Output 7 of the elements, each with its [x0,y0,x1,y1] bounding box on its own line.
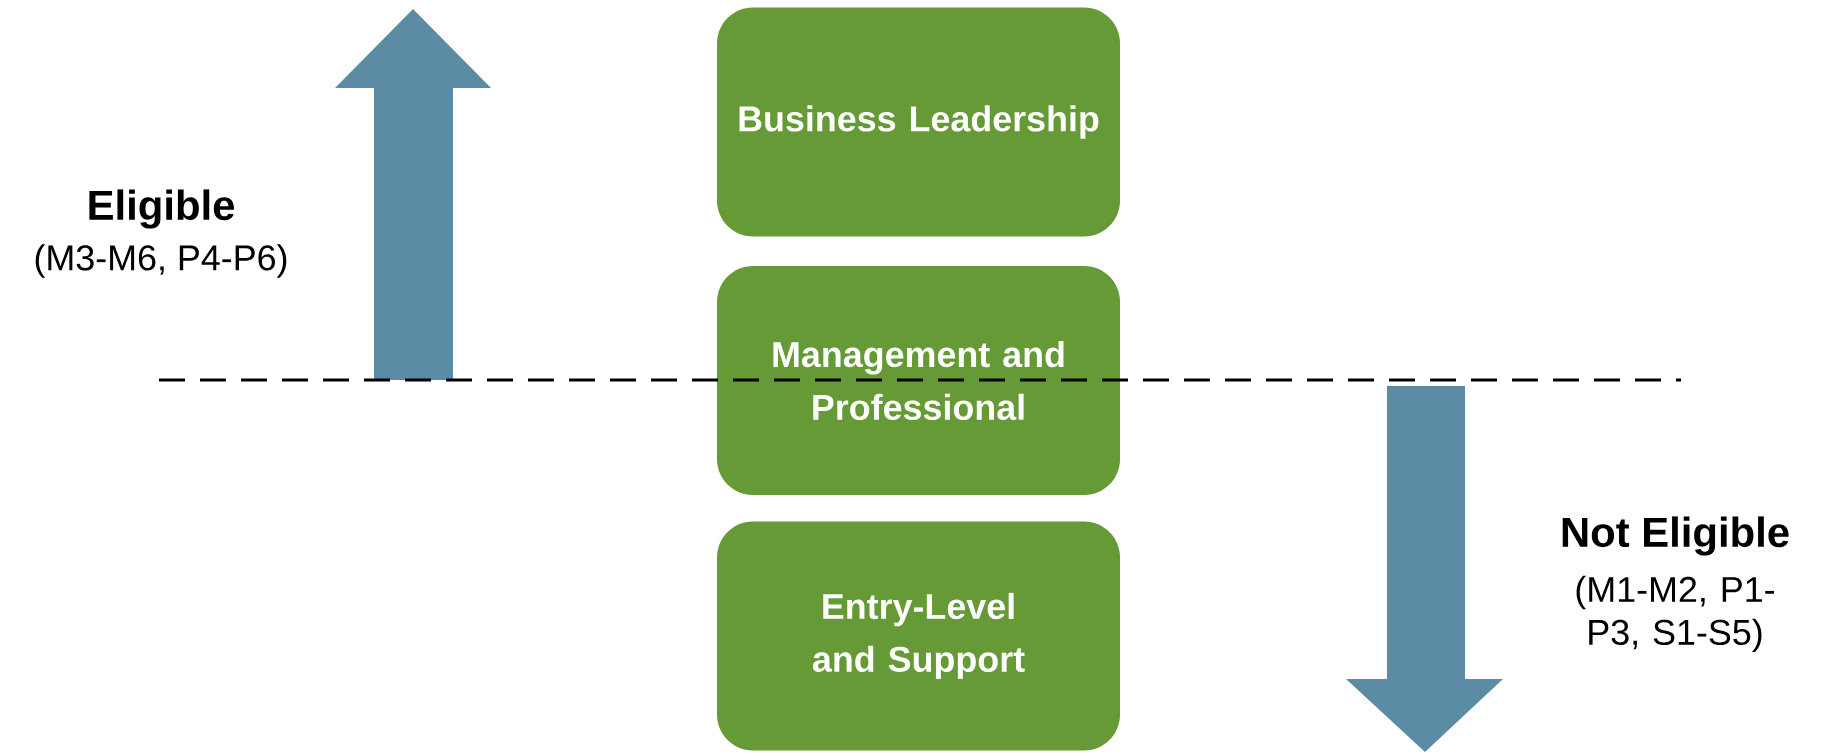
label-text: Eligible [89,189,235,229]
level-box: Business Leadership [717,7,1120,237]
label-text: (M3-M6, P4-P6) [35,244,287,278]
level-box: Management and Professional [717,266,1120,495]
label-text: (M1-M2, P1-P3, S1-S5) [1576,575,1774,653]
level-box: Entry-Level and Support [717,521,1120,751]
label-text: Not Eligible [1562,516,1789,556]
